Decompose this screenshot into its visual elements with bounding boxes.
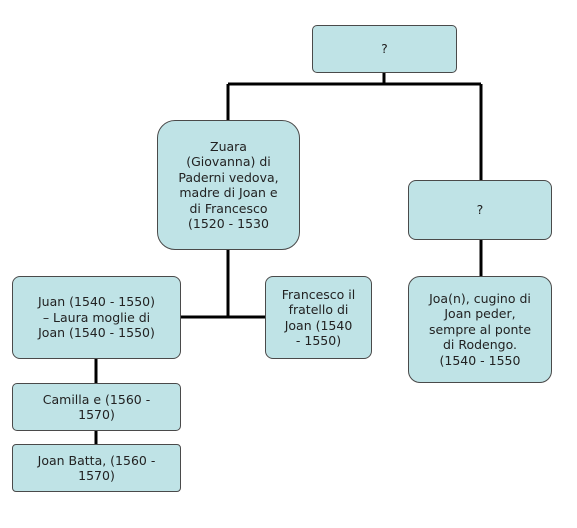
node-joan-batta: Joan Batta, (1560 - 1570) xyxy=(12,444,181,492)
node-francesco: Francesco il fratello di Joan (1540 - 15… xyxy=(265,276,372,359)
connector-zuara-children xyxy=(181,250,265,319)
node-camilla: Camilla e (1560 - 1570) xyxy=(12,383,181,431)
node-juan: Juan (1540 - 1550) – Laura moglie di Joa… xyxy=(12,276,181,359)
connector-root-branches xyxy=(226,73,483,180)
node-right-parent: ? xyxy=(408,180,552,240)
node-joan-cousin: Joa(n), cugino di Joan peder, sempre al … xyxy=(408,276,552,383)
node-root: ? xyxy=(312,25,457,73)
node-zuara: Zuara (Giovanna) di Paderni vedova, madr… xyxy=(157,120,300,250)
